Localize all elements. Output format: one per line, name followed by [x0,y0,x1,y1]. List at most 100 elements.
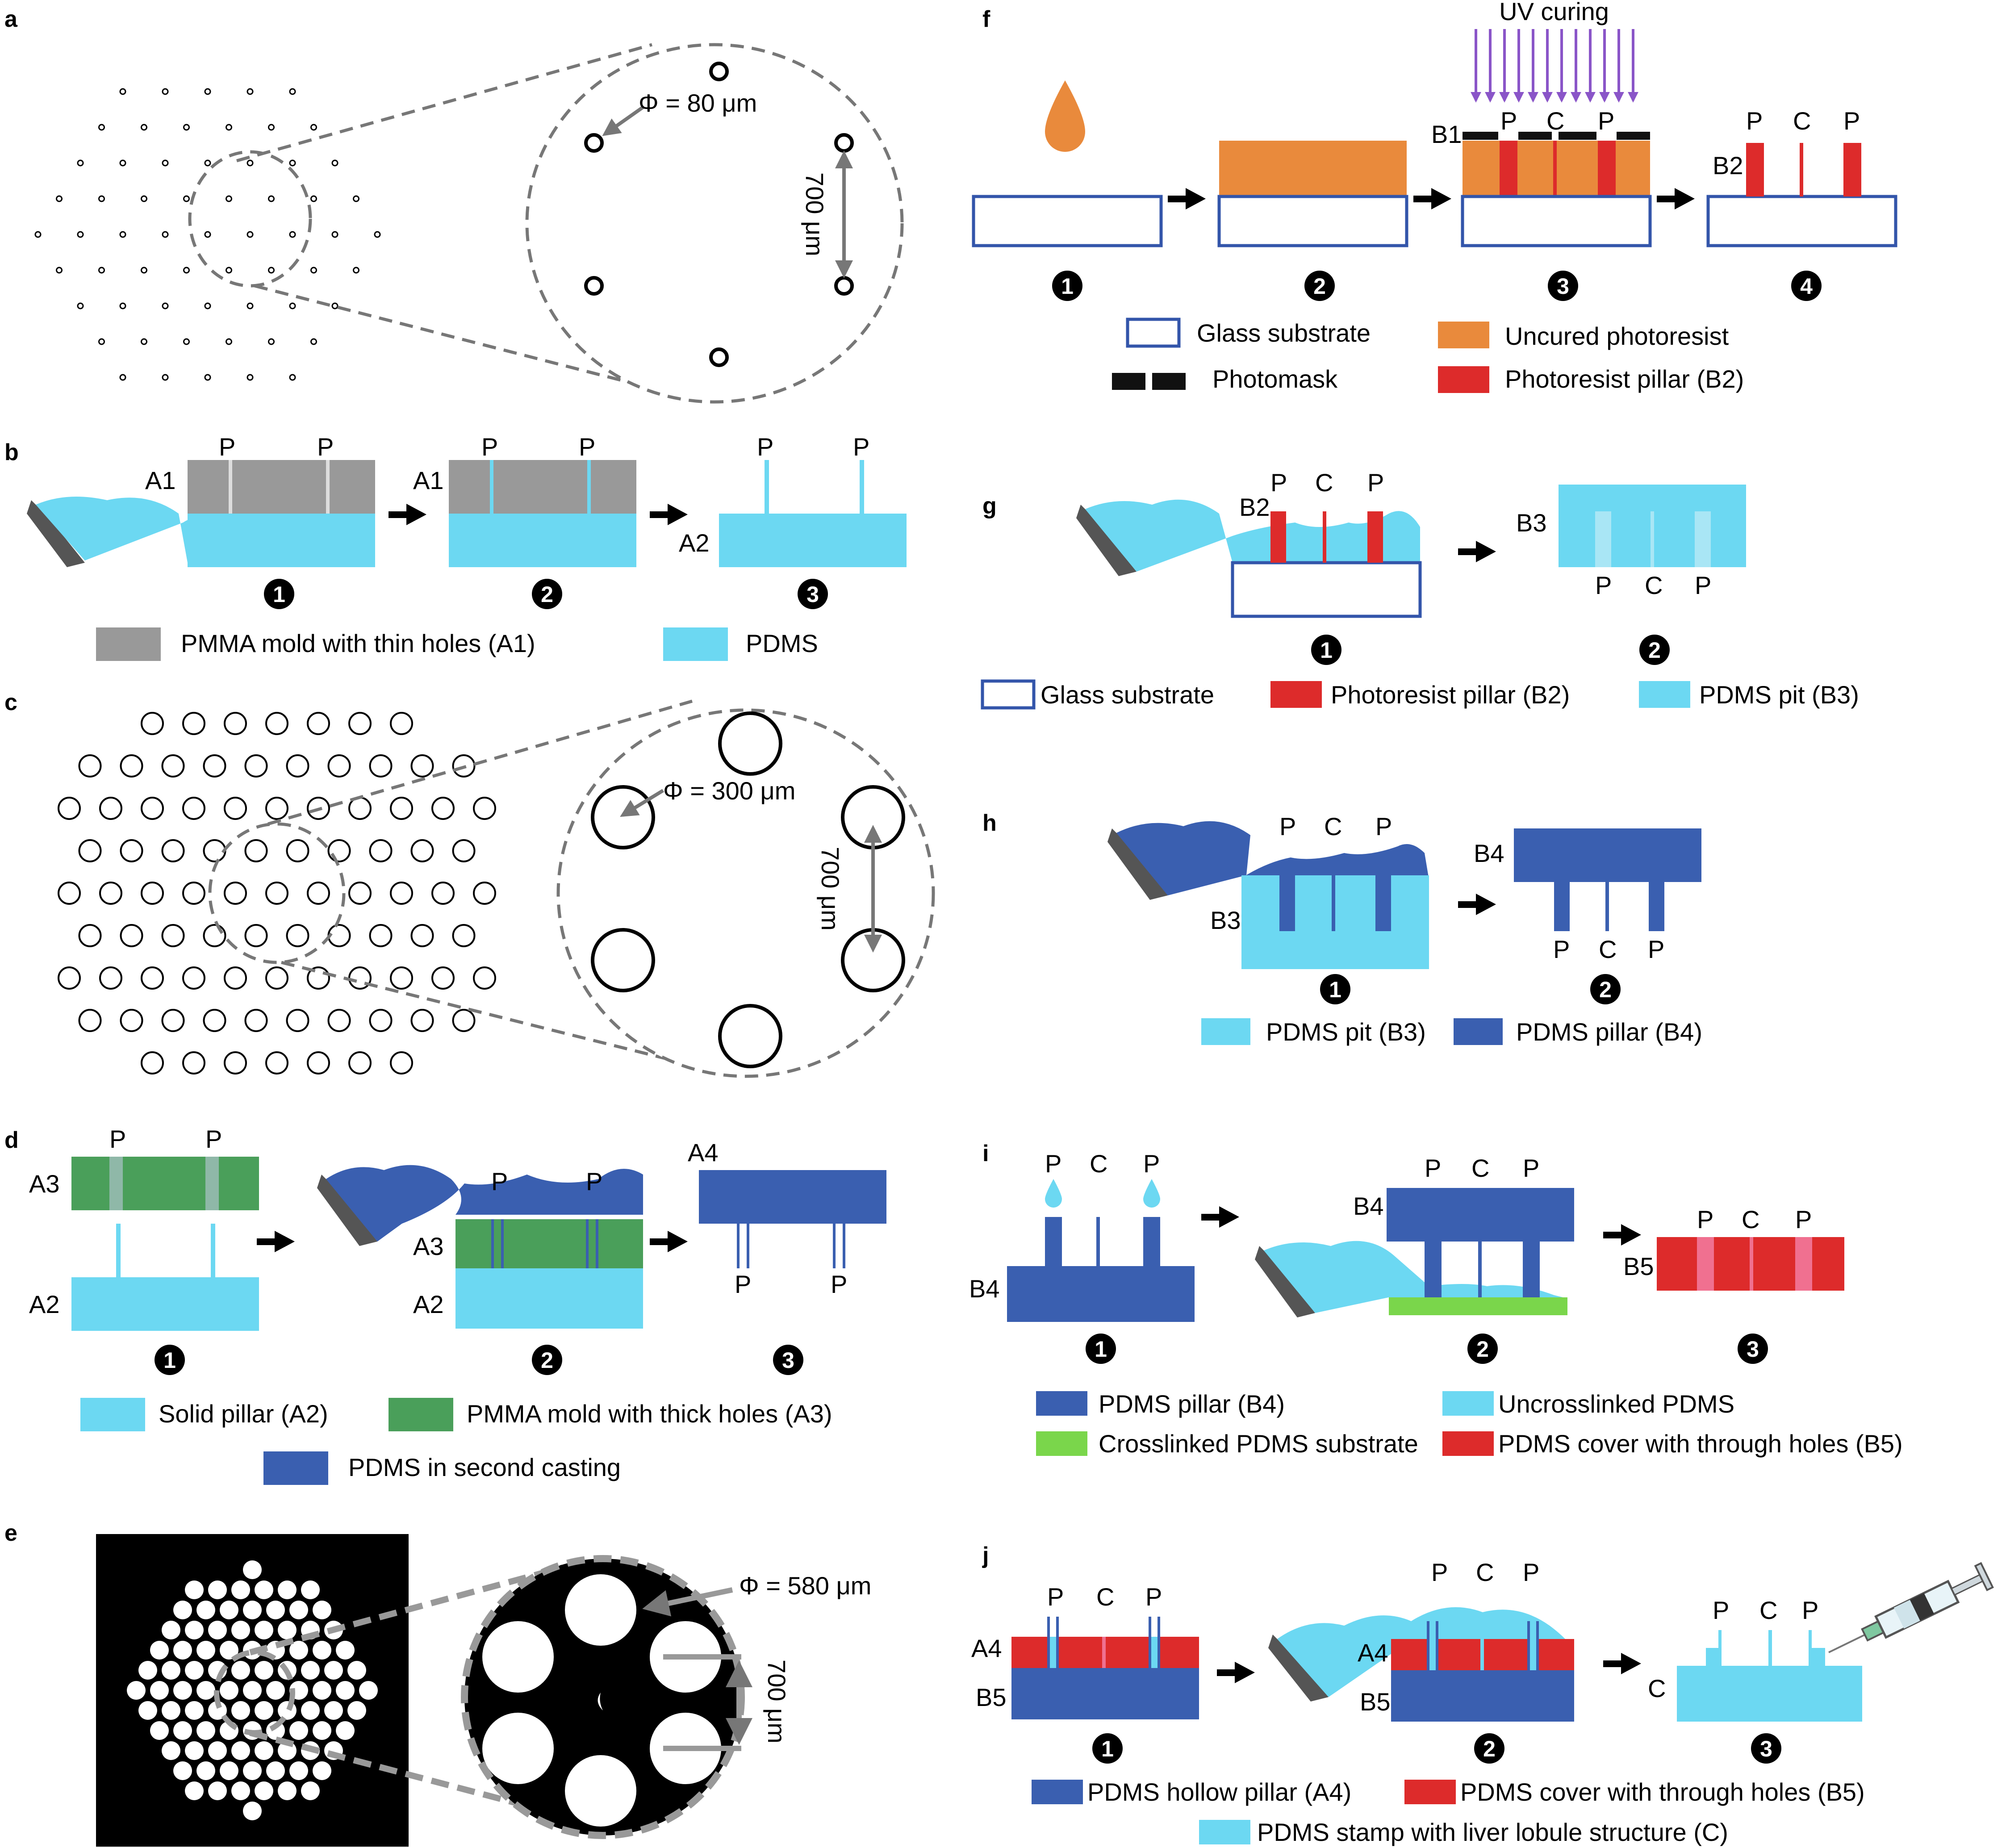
ring-hole [244,839,268,862]
b4-label-i1: B4 [969,1275,1000,1303]
ring-hole [265,966,288,990]
ring-hole [58,797,81,820]
hollow-core-j1-left [1050,1637,1056,1668]
crosslinked-substrate-i2 [1389,1297,1567,1315]
diameter-label-c: Φ = 300 μm [663,777,795,805]
p-label-d3-right: P [831,1270,847,1298]
pillar-b3-right [860,460,864,514]
ring-hole [307,712,330,735]
ring-hole [244,1009,268,1032]
ring-hole [431,797,455,820]
zoom-line-e1 [249,1564,564,1656]
step-1-f: 1 [1052,271,1082,301]
step-2-j: 2 [1474,1733,1504,1764]
glass-f4 [1706,195,1897,247]
small-hole [98,267,105,274]
thin-hole-b1-right [326,460,330,514]
ring-hole [99,882,122,905]
legend-swatch-solid-d [80,1398,145,1431]
mask-hole [185,1701,204,1720]
mask-hole [243,1761,262,1780]
svg-text:2: 2 [1599,977,1612,1002]
legend-text-pillar-g: Photoresist pillar (B2) [1331,681,1570,709]
legend-text-pit-h: PDMS pit (B3) [1266,1018,1426,1046]
pmma-a1-b2 [449,460,636,514]
p-label-j1-right: P [1145,1583,1162,1611]
small-hole [183,338,190,345]
arrow-b2 [650,504,688,525]
ring-hole [307,966,330,990]
pillar-g1-left [1270,511,1286,563]
mask-hole [313,1641,331,1660]
hollow-j1-r2 [1158,1617,1160,1668]
pillar-i2-left [1425,1242,1442,1297]
pillar-h1-center [1332,875,1335,931]
c-label-stamp-j3: C [1648,1674,1666,1702]
mask-hole [196,1641,215,1660]
p-label-i1-left: P [1045,1150,1061,1178]
ring-hole [431,966,455,990]
hole-array-a [34,88,381,381]
small-hole [162,302,169,309]
diameter-label-e: Φ = 580 μm [739,1572,871,1600]
ring-hole [390,797,413,820]
pit-g2-center [1651,511,1654,567]
arrow-d1 [257,1231,295,1252]
small-hole [226,195,232,202]
c-label-h2: C [1599,935,1617,963]
center-mark-e [598,1693,603,1710]
stamp-pour-j2 [1277,1607,1572,1697]
step-3-d: 3 [773,1345,803,1375]
p-label-d3-left: P [735,1270,751,1298]
ring-hole [390,712,413,735]
hollow-j2-l2 [1436,1621,1438,1670]
mask-hole [231,1580,250,1599]
hollow-pillar-d3-r1 [833,1224,836,1268]
glass-f2 [1217,195,1408,247]
zoom-line-c2 [281,961,693,1067]
hole-array-c [58,712,496,1075]
pit-g2-left [1595,511,1611,567]
pdms-a2-b3 [719,514,907,567]
drop-i1-right [1143,1179,1160,1208]
ring-hole [286,754,309,778]
small-hole [204,231,211,238]
mask-hole [278,1580,297,1599]
small-hole [204,159,211,167]
ring-hole [286,924,309,947]
zoom-line-a1 [236,43,652,163]
small-hole [119,88,126,95]
small-hole [247,302,254,309]
small-hole [374,231,381,238]
hollow-j2-r2 [1536,1621,1539,1670]
ring-hole [410,839,434,862]
ring-hole [452,1009,476,1032]
pillar-i1-right [1143,1217,1160,1266]
legend-text-hollow-j: PDMS hollow pillar (A4) [1087,1778,1351,1806]
mask-hole [313,1761,331,1780]
a1-label-b1: A1 [145,466,176,494]
legend-text-pmma-d: PMMA mold with thick holes (A3) [467,1400,832,1428]
ring-hole [244,924,268,947]
spacing-label-c: 700 μm [816,847,844,931]
arrow-f1 [1168,188,1206,209]
hollow-d2-l1 [491,1219,494,1268]
step-2-g: 2 [1639,635,1670,665]
p-label-g2-right: P [1695,571,1711,599]
pouring-cup-d2 [317,1175,377,1246]
ring-hole [120,839,143,862]
pillar-f3-left [1500,141,1517,197]
step-1-g: 1 [1311,635,1341,665]
mask-f3-4 [1617,132,1650,140]
ring-hole [58,882,81,905]
ring-hole [452,754,476,778]
mask-hole [173,1721,192,1740]
mask-hole [347,1661,366,1680]
zoom-region-a [188,150,312,288]
small-hole [34,231,42,238]
pdms-pour-d2 [326,1165,643,1242]
svg-text:1: 1 [273,582,285,607]
mask-hole [231,1621,250,1639]
mask-hole [313,1721,331,1740]
